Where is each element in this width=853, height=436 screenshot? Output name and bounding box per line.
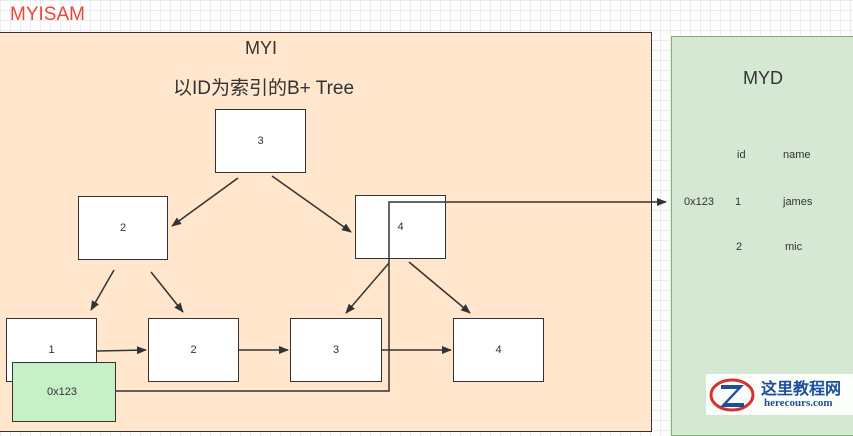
myd-row-id: 1 bbox=[735, 196, 742, 208]
btree-leaf-node: 3 bbox=[290, 318, 382, 382]
data-pointer-arrow bbox=[116, 198, 667, 392]
row-pointer-address: 0x123 bbox=[47, 386, 77, 398]
myd-panel bbox=[671, 36, 853, 436]
diagram-canvas: MYISAM MYI 以ID为索引的B+ Tree MYD id name 0x… bbox=[0, 4, 853, 436]
tree-edge bbox=[90, 269, 115, 311]
watermark-brand: 这里教程网 bbox=[761, 379, 842, 398]
myd-col-id: id bbox=[737, 149, 746, 161]
watermark-logo-icon bbox=[709, 378, 755, 412]
btree-leaf-node: 2 bbox=[148, 318, 239, 382]
tree-edge bbox=[408, 261, 471, 314]
myd-row-name: james bbox=[783, 196, 813, 208]
diagram-title: MYISAM bbox=[10, 4, 85, 25]
tree-edge bbox=[345, 262, 390, 314]
watermark-url: herecours.com bbox=[764, 397, 833, 409]
myd-col-name: name bbox=[783, 149, 811, 161]
btree-root-node: 3 bbox=[215, 109, 306, 173]
btree-internal-node: 4 bbox=[355, 195, 446, 259]
row-pointer-box: 0x123 bbox=[12, 362, 116, 422]
leaf-link bbox=[96, 346, 147, 355]
btree-leaf-node: 4 bbox=[453, 318, 544, 382]
watermark: 这里教程网 herecours.com bbox=[706, 374, 853, 415]
myd-row-address: 0x123 bbox=[684, 196, 714, 208]
connector-lines bbox=[90, 175, 667, 392]
btree-internal-node: 2 bbox=[78, 196, 168, 260]
myd-row-id: 2 bbox=[736, 241, 743, 253]
myi-subtitle: 以ID为索引的B+ Tree bbox=[173, 78, 355, 99]
tree-edge bbox=[171, 177, 239, 227]
myi-title: MYI bbox=[245, 38, 278, 58]
tree-edge bbox=[150, 271, 184, 313]
myd-title: MYD bbox=[743, 68, 783, 88]
tree-edge bbox=[271, 175, 352, 233]
myd-row-name: mic bbox=[785, 241, 803, 253]
